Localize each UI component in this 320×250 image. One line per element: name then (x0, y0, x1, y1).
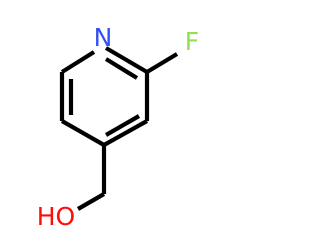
nitrogen-atom-label: N (94, 23, 113, 52)
bond-c6-n1 (60, 50, 96, 74)
bond-c2-f (145, 52, 179, 74)
fluorine-atom-label: F (185, 27, 199, 56)
bond-c3-c4 (102, 119, 149, 147)
hydroxyl-group-label: HO (37, 202, 75, 231)
structure-canvas: N F HO (36, 23, 200, 231)
bond-c4-c5 (60, 119, 106, 147)
bond-ch2-o (76, 192, 106, 211)
molecule-structure: N F HO (37, 23, 199, 231)
double-bond-n1-c2-inner (104, 57, 139, 80)
bond-n1-c2 (104, 46, 149, 74)
double-bond-c3-c4-inner (104, 114, 141, 137)
